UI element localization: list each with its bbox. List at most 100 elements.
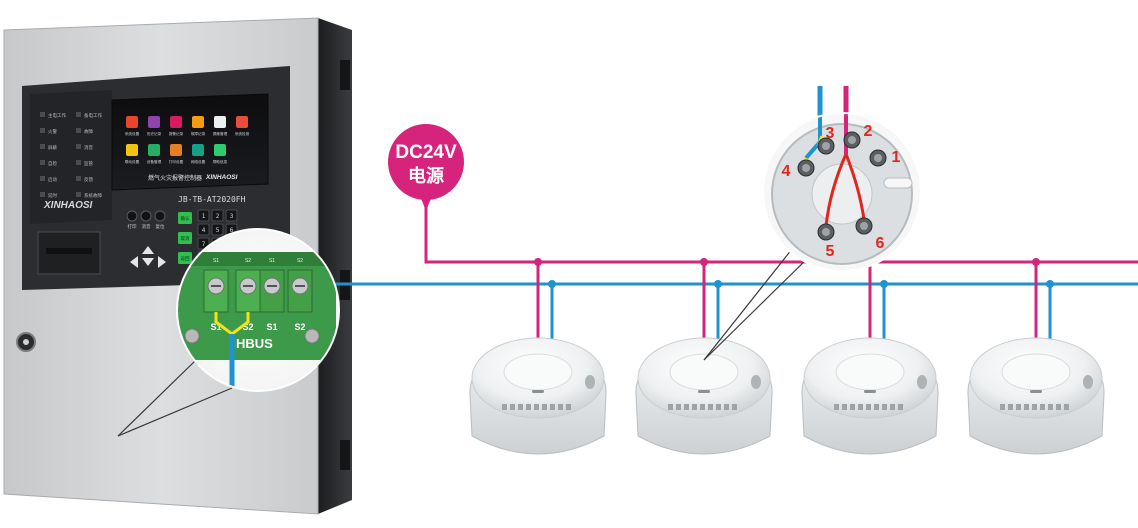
detector-vent xyxy=(558,404,563,410)
function-button[interactable] xyxy=(140,210,152,222)
led-label: 反馈 xyxy=(84,176,93,183)
smoke-detector xyxy=(967,337,1105,455)
side-button[interactable] xyxy=(178,212,192,224)
keypad-key[interactable] xyxy=(225,209,238,222)
brand-logo-text: XINHAOSI xyxy=(43,200,93,211)
led-light xyxy=(76,176,81,181)
led-light xyxy=(40,192,45,197)
app-icon-label: 联动设置 xyxy=(125,159,140,164)
side-button-label: 取消 xyxy=(181,235,190,242)
led-light xyxy=(76,160,81,165)
detector-vent xyxy=(566,404,571,410)
side-button[interactable] xyxy=(178,252,192,264)
detector-led-icon xyxy=(1030,390,1042,393)
led-label: 监管 xyxy=(84,160,93,167)
power-label-voltage: DC24V xyxy=(395,142,457,163)
led-label: 火警 xyxy=(48,128,57,135)
side-button-label: 返回 xyxy=(181,255,190,262)
detector-vent xyxy=(874,404,879,410)
power-source-bubble: DC24V 电源 xyxy=(388,124,464,218)
arrow-right-icon[interactable] xyxy=(158,256,166,268)
app-icon[interactable] xyxy=(214,116,226,128)
keypad-key-label: 1 xyxy=(202,213,206,220)
app-icon[interactable] xyxy=(192,144,204,156)
base-terminal-number: 1 xyxy=(892,149,901,166)
pcb-screw-left xyxy=(184,328,200,344)
function-buttons: 打印消音复位 xyxy=(126,210,166,230)
keypad-key[interactable] xyxy=(197,209,210,222)
led-label: 主电工作 xyxy=(48,112,66,119)
app-icon[interactable] xyxy=(192,116,204,128)
detector-test-port xyxy=(1083,375,1093,389)
terminal-pin-label: S2 xyxy=(242,322,253,332)
keypad-key[interactable] xyxy=(211,223,224,236)
base-terminal-number: 4 xyxy=(782,163,791,180)
app-icon[interactable] xyxy=(126,116,138,128)
base-red-wire-b xyxy=(844,153,866,221)
app-icon[interactable] xyxy=(236,116,248,128)
app-icon-label: 网络设置 xyxy=(191,159,206,164)
keypad-key-label: 6 xyxy=(230,227,234,234)
app-icon[interactable] xyxy=(170,144,182,156)
power-label-name: 电源 xyxy=(408,165,444,186)
arrow-down-icon[interactable] xyxy=(142,258,154,266)
screen-title: 燃气火灾报警控制器 xyxy=(148,174,202,182)
led-light xyxy=(76,112,81,117)
smoke-detector xyxy=(469,337,607,455)
keypad-key[interactable] xyxy=(211,209,224,222)
app-icon-label: 历史记录 xyxy=(147,131,162,136)
detector-vent xyxy=(510,404,515,410)
callout-pointer-left-a xyxy=(117,359,197,437)
detector-vent xyxy=(1024,404,1029,410)
base-terminal-number: 3 xyxy=(826,125,835,142)
base-terminal-head xyxy=(848,136,856,144)
smoke-detector xyxy=(635,337,773,455)
base-red-wire-a xyxy=(824,153,848,227)
detector-vent xyxy=(502,404,507,410)
terminal-top-label: S2 xyxy=(297,258,303,264)
arrow-up-icon[interactable] xyxy=(142,246,154,254)
detector-led-icon xyxy=(532,390,544,393)
detector-vent xyxy=(1064,404,1069,410)
smoke-detectors xyxy=(469,337,1105,455)
arrow-keys xyxy=(130,246,166,268)
app-icon-label: 报警记录 xyxy=(169,131,184,136)
led-light xyxy=(40,128,45,133)
detector-vent xyxy=(692,404,697,410)
keypad-key[interactable] xyxy=(197,223,210,236)
detector-vent xyxy=(1048,404,1053,410)
function-button[interactable] xyxy=(126,210,138,222)
led-indicators: 主电工作备电工作火警故障屏蔽消音自检监管启动反馈延时系统故障 xyxy=(40,112,102,199)
detector-vent xyxy=(676,404,681,410)
detector-led-icon xyxy=(698,390,710,393)
app-icon-label: 故障记录 xyxy=(191,131,206,136)
base-pointer-b xyxy=(703,253,813,361)
led-label: 系统故障 xyxy=(84,192,102,199)
led-panel xyxy=(30,90,112,224)
led-label: 屏蔽 xyxy=(48,144,57,151)
app-icon[interactable] xyxy=(148,144,160,156)
function-button[interactable] xyxy=(154,210,166,222)
led-label: 消音 xyxy=(84,144,93,151)
arrow-left-icon[interactable] xyxy=(130,256,138,268)
detector-vent xyxy=(850,404,855,410)
side-button[interactable] xyxy=(178,232,192,244)
function-button-label: 复位 xyxy=(156,223,165,230)
app-icon[interactable] xyxy=(126,144,138,156)
app-icon[interactable] xyxy=(170,116,182,128)
app-icon[interactable] xyxy=(214,144,226,156)
callout-pointer-left-b xyxy=(117,387,233,437)
app-icon[interactable] xyxy=(148,116,160,128)
led-light xyxy=(40,112,45,117)
led-light xyxy=(76,128,81,133)
detector-test-port xyxy=(917,375,927,389)
terminal-pin-label: S1 xyxy=(210,322,221,332)
detector-vent xyxy=(534,404,539,410)
pcb-screw-right xyxy=(304,328,320,344)
lock-core xyxy=(23,339,29,345)
terminal-screw-blocks xyxy=(203,269,313,313)
led-light xyxy=(40,160,45,165)
